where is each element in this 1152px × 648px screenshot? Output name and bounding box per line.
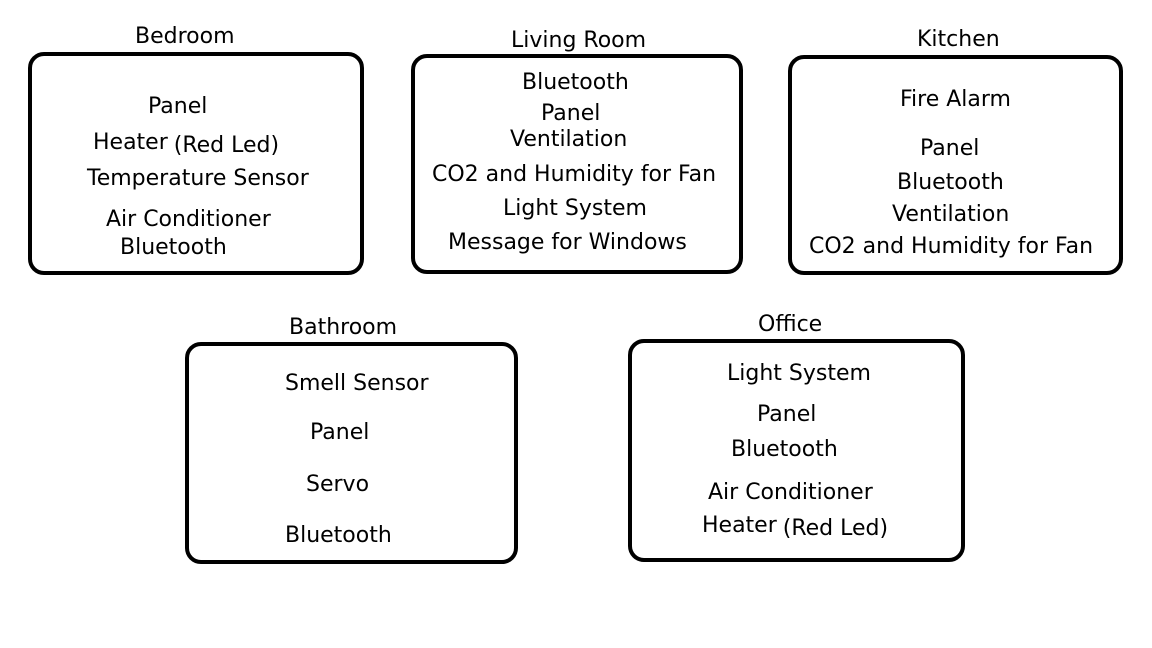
living-room-item-light-system: Light System bbox=[503, 196, 647, 221]
bedroom-heater-note: (Red Led) bbox=[173, 133, 280, 158]
bedroom-box bbox=[28, 52, 364, 275]
bathroom-box bbox=[185, 342, 518, 564]
kitchen-item-fire-alarm: Fire Alarm bbox=[900, 87, 1011, 112]
bathroom-item-smell-sensor: Smell Sensor bbox=[285, 371, 429, 396]
office-item-light-system: Light System bbox=[727, 361, 871, 386]
kitchen-item-ventilation: Ventilation bbox=[892, 202, 1010, 227]
living-room-item-message-windows: Message for Windows bbox=[448, 230, 687, 255]
kitchen-item-bluetooth: Bluetooth bbox=[897, 170, 1004, 195]
kitchen-item-panel: Panel bbox=[920, 136, 980, 161]
living-room-title: Living Room bbox=[511, 28, 647, 53]
bedroom-heater-label: Heater bbox=[93, 130, 168, 155]
bathroom-item-servo: Servo bbox=[306, 472, 370, 497]
office-heater-note: (Red Led) bbox=[782, 516, 889, 541]
bedroom-item-bluetooth: Bluetooth bbox=[120, 235, 227, 260]
office-box bbox=[628, 339, 965, 562]
bedroom-item-temperature-sensor: Temperature Sensor bbox=[87, 166, 309, 191]
office-item-panel: Panel bbox=[757, 402, 817, 427]
bathroom-title: Bathroom bbox=[289, 315, 398, 340]
kitchen-item-co2-humidity: CO2 and Humidity for Fan bbox=[809, 234, 1094, 259]
bathroom-item-panel: Panel bbox=[310, 420, 370, 445]
living-room-box bbox=[411, 54, 743, 274]
office-item-heater: Heater(Red Led) bbox=[702, 513, 888, 540]
office-item-bluetooth: Bluetooth bbox=[731, 437, 838, 462]
bedroom-title: Bedroom bbox=[135, 24, 235, 49]
office-title: Office bbox=[758, 312, 823, 337]
living-room-item-co2-humidity: CO2 and Humidity for Fan bbox=[432, 162, 717, 187]
living-room-item-bluetooth: Bluetooth bbox=[522, 70, 629, 95]
bedroom-item-heater: Heater(Red Led) bbox=[93, 130, 279, 157]
bathroom-item-bluetooth: Bluetooth bbox=[285, 523, 392, 548]
kitchen-box bbox=[788, 55, 1123, 275]
office-heater-label: Heater bbox=[702, 513, 777, 538]
kitchen-title: Kitchen bbox=[917, 27, 1000, 52]
bedroom-item-panel: Panel bbox=[148, 94, 208, 119]
office-item-air-conditioner: Air Conditioner bbox=[708, 480, 873, 505]
bedroom-item-air-conditioner: Air Conditioner bbox=[106, 207, 271, 232]
living-room-item-panel: Panel bbox=[541, 101, 601, 126]
living-room-item-ventilation: Ventilation bbox=[510, 127, 628, 152]
